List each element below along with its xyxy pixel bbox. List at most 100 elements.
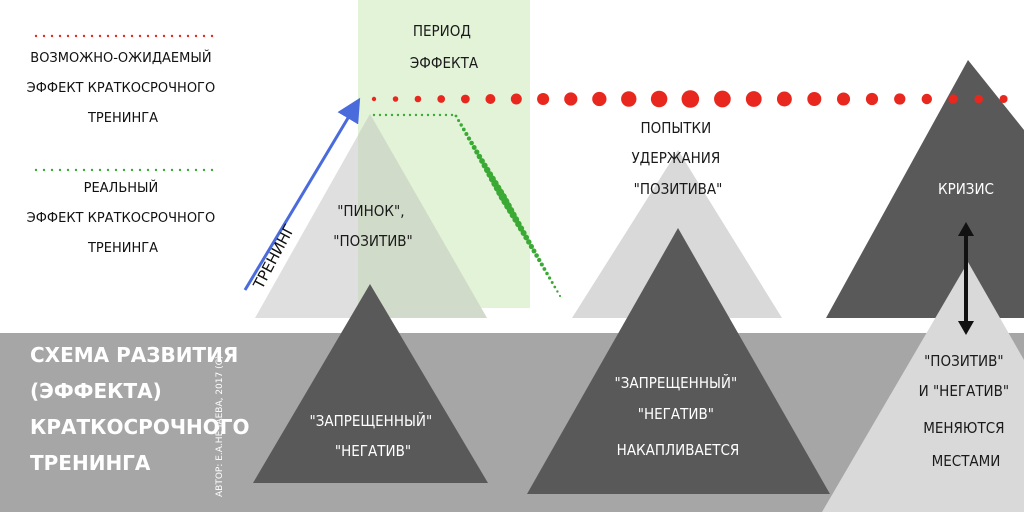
expected-effect-dot [807, 92, 822, 106]
scheme-title: СХЕМА РАЗВИТИЯ (ЭФФЕКТА) КРАТКОСРОЧНОГО … [30, 343, 256, 475]
real-effect-dot [528, 243, 534, 250]
legend-green-dot [58, 168, 62, 172]
real-effect-dot [469, 140, 474, 146]
legend-green-dot [154, 168, 158, 172]
real-effect-dot [457, 118, 461, 123]
expected-effect-dot [745, 91, 762, 107]
legend-red-dot [130, 34, 134, 38]
legend-red-dot [98, 34, 102, 38]
legend-green-dot [50, 168, 54, 172]
real-effect-dot [390, 113, 394, 117]
real-effect-dotted-line [372, 113, 562, 298]
legend-red-dot [50, 34, 54, 38]
forbidden-negative-triangle [253, 284, 488, 483]
expected-effect-dot [564, 92, 578, 106]
legend-green-dot [74, 168, 78, 172]
legend-green-dot [178, 168, 182, 172]
real-effect-dot [432, 113, 436, 117]
real-effect-dot [438, 113, 442, 117]
real-effect-dot [372, 113, 376, 117]
legend-red-dot [66, 34, 70, 38]
author-credit: АВТОР: Е.А.НЕЧАЕВА, 2017 (С) [215, 356, 225, 497]
real-effect-dot [537, 257, 542, 263]
expected-effect-dot [865, 92, 879, 106]
expected-effect-dot [621, 91, 637, 107]
expected-effect-dot [460, 94, 470, 104]
expected-effect-dot [392, 96, 399, 102]
real-effect-dot [420, 113, 424, 117]
legend-red-dot [186, 34, 190, 38]
legend-green-dot [194, 168, 198, 172]
training-arrow [243, 97, 361, 291]
legend-green-dot [34, 168, 38, 172]
real-effect-dot [459, 123, 463, 127]
real-effect-dot [474, 149, 480, 155]
legend-red-dot [146, 34, 150, 38]
legend-red-dot [154, 34, 158, 38]
real-effect-dot [553, 285, 557, 289]
legend-green-dot [106, 168, 110, 172]
real-effect-dot [450, 113, 454, 117]
forbidden-negative-label: "ЗАПРЕЩЕННЫЙ" "НЕГАТИВ" [310, 411, 437, 460]
legend-green-dot [130, 168, 134, 172]
real-effect-dot [396, 113, 400, 117]
accumulating-negative-label: "ЗАПРЕЩЕННЫЙ" "НЕГАТИВ" НАКАПЛИВАЕТСЯ [615, 373, 742, 459]
real-effect-dot [466, 136, 472, 141]
legend-green-dot [170, 168, 174, 172]
legend-red-dot [106, 34, 110, 38]
real-effect-dot [444, 113, 448, 117]
expected-legend-text: ВОЗМОЖНО-ОЖИДАЕМЫЙ ЭФФЕКТ КРАТКОСРОЧНОГО… [27, 50, 220, 126]
legend-red-dot [202, 34, 206, 38]
legend-red-dot [114, 34, 118, 38]
expected-effect-dot [592, 91, 607, 107]
real-effect-dot [454, 114, 458, 118]
expected-effect-dot [776, 91, 792, 107]
crisis-label: КРИЗИС [938, 180, 994, 198]
legend-red-dot [34, 34, 38, 38]
real-effect-dot [558, 294, 562, 298]
expected-effect-dot [371, 96, 377, 102]
real-effect-dot [408, 113, 412, 117]
legend-red-dot [90, 34, 94, 38]
effect-period-label: ПЕРИОД ЭФФЕКТА [410, 22, 479, 72]
legend-green-dot [202, 168, 206, 172]
legend-red-dot [82, 34, 86, 38]
expected-effect-dot [714, 90, 731, 108]
legend-green-dot [162, 168, 166, 172]
expected-effect-dot [836, 92, 851, 106]
real-effect-dot [461, 127, 466, 132]
legend-green-dot [210, 168, 214, 172]
accumulating-negative-triangle [527, 228, 830, 494]
real-effect-dot [545, 271, 549, 276]
expected-effect-dot [485, 94, 496, 104]
legend-green-dot [66, 168, 70, 172]
real-effect-dot [517, 225, 525, 232]
expected-effect-dot [999, 95, 1008, 103]
expected-effect-legend-line [34, 34, 214, 38]
legend-red-dot [194, 34, 198, 38]
legend-red-dot [74, 34, 78, 38]
expected-effect-dot [681, 90, 700, 108]
real-effect-dot [471, 145, 477, 150]
real-effect-dot [539, 262, 544, 267]
expected-effect-dot [414, 95, 422, 103]
legend-red-dot [210, 34, 214, 38]
real-effect-dot [402, 113, 406, 117]
crisis-swap-double-arrow [958, 222, 974, 335]
real-effect-dot [556, 290, 559, 293]
legend-green-dot [98, 168, 102, 172]
legend-green-dot [186, 168, 190, 172]
expected-effect-dot [921, 93, 932, 105]
real-effect-dot [531, 248, 537, 254]
expected-effect-dotted-line [371, 90, 1008, 108]
expected-effect-dot [650, 90, 668, 108]
real-effect-dot [384, 113, 388, 117]
expected-effect-dot [974, 94, 984, 104]
legend-green-dot [122, 168, 126, 172]
real-effect-dot [534, 253, 539, 258]
real-effect-dot [426, 113, 430, 117]
legend-red-dot [138, 34, 142, 38]
real-effect-dot [520, 230, 527, 236]
